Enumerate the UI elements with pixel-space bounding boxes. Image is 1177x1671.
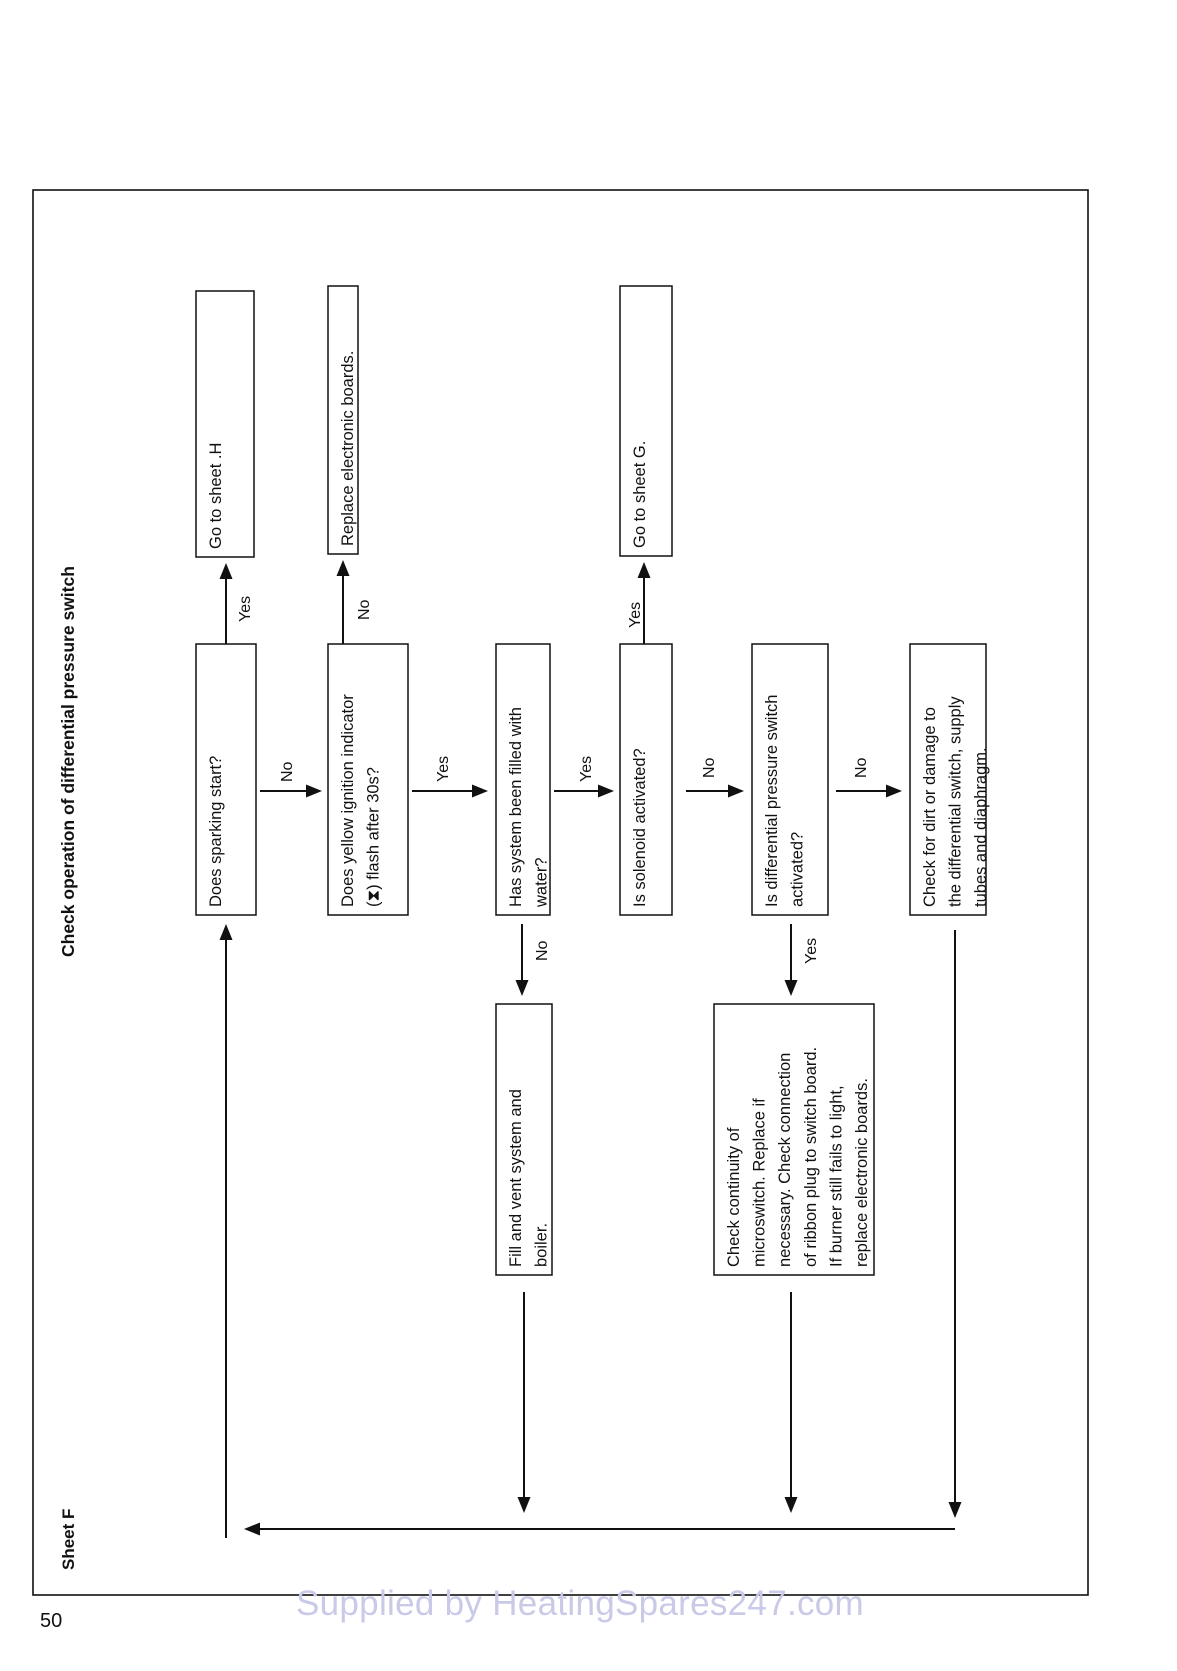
edge-filled-yes: [554, 784, 614, 798]
node-text-line: Check for dirt or damage to: [921, 707, 939, 907]
edge-left-return-up: [219, 924, 233, 1538]
node-text-line: necessary. Check connection: [776, 1053, 794, 1267]
node-differential-pressure-switch-activated: Is differential pressure switch activated…: [751, 643, 829, 916]
node-text-line: tubes and diaphragm.: [972, 747, 990, 907]
edge-fill-vent-return: [517, 1292, 531, 1513]
node-solenoid-activated: Is solenoid activated?: [619, 643, 673, 916]
node-text-line: replace electronic boards.: [853, 1078, 871, 1267]
edge-diff-yes: [784, 924, 798, 996]
edge-yellow-no: [336, 560, 350, 644]
label-solenoid-yes: Yes: [627, 602, 644, 628]
node-yellow-ignition-indicator: Does yellow ignition indicator (⧗) flash …: [327, 643, 409, 916]
node-text-line: Has system been filled with: [507, 707, 525, 907]
edge-solenoid-no: [686, 784, 744, 798]
edge-sparking-yes: [219, 563, 233, 644]
node-check-for-dirt-or-damage: Check for dirt or damage to the different…: [909, 643, 990, 916]
label-diff-yes: Yes: [803, 938, 820, 964]
node-system-filled-with-water: Has system been filled with water?: [495, 643, 551, 916]
label-sparking-no: No: [279, 761, 296, 782]
page-number: 50: [40, 1610, 63, 1632]
edge-filled-no: [515, 924, 529, 996]
edge-sparking-no: [260, 784, 322, 798]
watermark: Supplied by HeatingSpares247.com: [296, 1584, 865, 1623]
node-text-line: of ribbon plug to switch board.: [802, 1047, 820, 1267]
node-text-line: the differential switch, supply: [947, 696, 965, 907]
node-text-line: Does sparking start?: [207, 756, 225, 907]
node-text-line: Is differential pressure switch: [763, 695, 781, 907]
edge-solenoid-yes: [637, 562, 651, 644]
node-fill-and-vent-system: Fill and vent system and boiler.: [495, 1003, 553, 1276]
label-sparking-yes: Yes: [237, 596, 254, 622]
edge-diff-no: [836, 784, 902, 798]
edge-yellow-yes: [412, 784, 488, 798]
node-text-line: (⧗) flash after 30s?: [365, 767, 383, 907]
node-text-line: If burner still fails to light,: [827, 1085, 845, 1267]
label-filled-no: No: [534, 940, 551, 961]
node-text-line: microswitch. Replace if: [751, 1098, 769, 1267]
node-check-continuity-of-microswitch: Check continuity of microswitch. Replace …: [713, 1003, 875, 1276]
node-text-line: activated?: [789, 832, 807, 907]
node-text-line: Does yellow ignition indicator: [339, 694, 357, 907]
node-does-sparking-start: Does sparking start?: [195, 643, 257, 916]
node-text-line: Go to sheet .H: [207, 443, 225, 549]
node-text-line: Replace electronic boards.: [339, 351, 357, 546]
label-filled-yes: Yes: [578, 756, 595, 782]
node-text-line: Check continuity of: [725, 1127, 743, 1267]
sheet-label: Sheet F: [59, 1509, 78, 1570]
node-text-line: Fill and vent system and: [507, 1089, 525, 1267]
label-diff-no: No: [853, 757, 870, 778]
label-yellow-no: No: [356, 599, 373, 620]
page-frame: [32, 189, 1089, 1596]
edge-dirt-return: [948, 930, 962, 1518]
node-go-to-sheet-g: Go to sheet G.: [619, 285, 673, 557]
node-go-to-sheet-h: Go to sheet .H: [195, 290, 255, 558]
label-yellow-yes: Yes: [435, 756, 452, 782]
label-solenoid-no: No: [701, 757, 718, 778]
edge-continuity-return: [784, 1292, 798, 1513]
node-text-line: Is solenoid activated?: [631, 748, 649, 907]
node-text-line: Go to sheet G.: [631, 441, 649, 548]
node-replace-electronic-boards: Replace electronic boards.: [327, 285, 359, 555]
diagram-title: Check operation of differential pressure…: [58, 566, 78, 957]
node-text-line: water?: [533, 857, 551, 908]
node-text-line: boiler.: [533, 1223, 551, 1267]
edge-bottom-return-line: [244, 1522, 955, 1536]
